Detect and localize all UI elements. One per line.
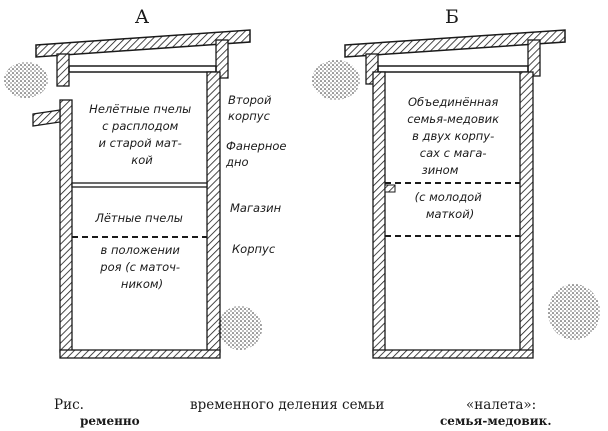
hive-a-heading: А <box>135 6 150 28</box>
hive-a-wall-right <box>207 72 220 352</box>
hive-a: А Нелётные пчелы с расплодом и старой ма… <box>4 6 290 358</box>
label-plywood-bottom: Фанерное дно <box>225 139 290 169</box>
hive-b-wall-left <box>373 72 385 352</box>
label-body: Корпус <box>232 242 276 256</box>
hive-a-flying-bees-text: Лётные пчелы <box>94 211 183 225</box>
hive-a-wall-left <box>60 100 72 352</box>
hive-diagram-figure: А Нелётные пчелы с расплодом и старой ма… <box>0 0 608 370</box>
hive-b-bees-right <box>548 284 600 340</box>
hive-a-entrance-board <box>33 110 60 126</box>
hive-a-bees-right <box>218 306 262 350</box>
hive-b-upper-text: Объединённая семья-медовик в двух корпу-… <box>407 95 503 177</box>
hive-b-top-board <box>378 66 528 72</box>
label-second-body: Второй корпус <box>228 93 275 123</box>
caption-figure-prefix: Рис. <box>54 397 84 413</box>
hive-b-wall-right <box>520 72 533 352</box>
hive-a-roof-post-left <box>57 54 69 86</box>
hive-b-ledge <box>385 185 395 192</box>
hive-b-bottom <box>373 350 533 358</box>
hive-a-top-board <box>69 66 216 72</box>
caption-title-end: «налета»: <box>466 397 536 413</box>
hive-a-plywood-divider <box>72 183 207 187</box>
hive-a-swarm-text: в положении роя (с маточ- ником) <box>99 243 183 291</box>
hive-a-bees-left <box>4 62 48 98</box>
caption-title-middle: временного деления семьи <box>190 397 384 413</box>
hive-b-heading: Б <box>445 6 459 28</box>
hive-b: Б Объединённая семья-медовик в двух корп… <box>312 6 600 358</box>
caption-line2-right: семья-медовик. <box>440 414 552 428</box>
hive-a-bottom <box>60 350 220 358</box>
caption-line2-left: ременно <box>80 414 140 428</box>
hive-a-upper-text: Нелётные пчелы с расплодом и старой мат-… <box>89 102 195 167</box>
label-store: Магазин <box>230 201 282 215</box>
hive-b-roof-post-right <box>528 40 540 76</box>
hive-b-young-queen-text: (с молодой маткой) <box>415 190 486 221</box>
hive-b-bees-left <box>312 60 360 100</box>
